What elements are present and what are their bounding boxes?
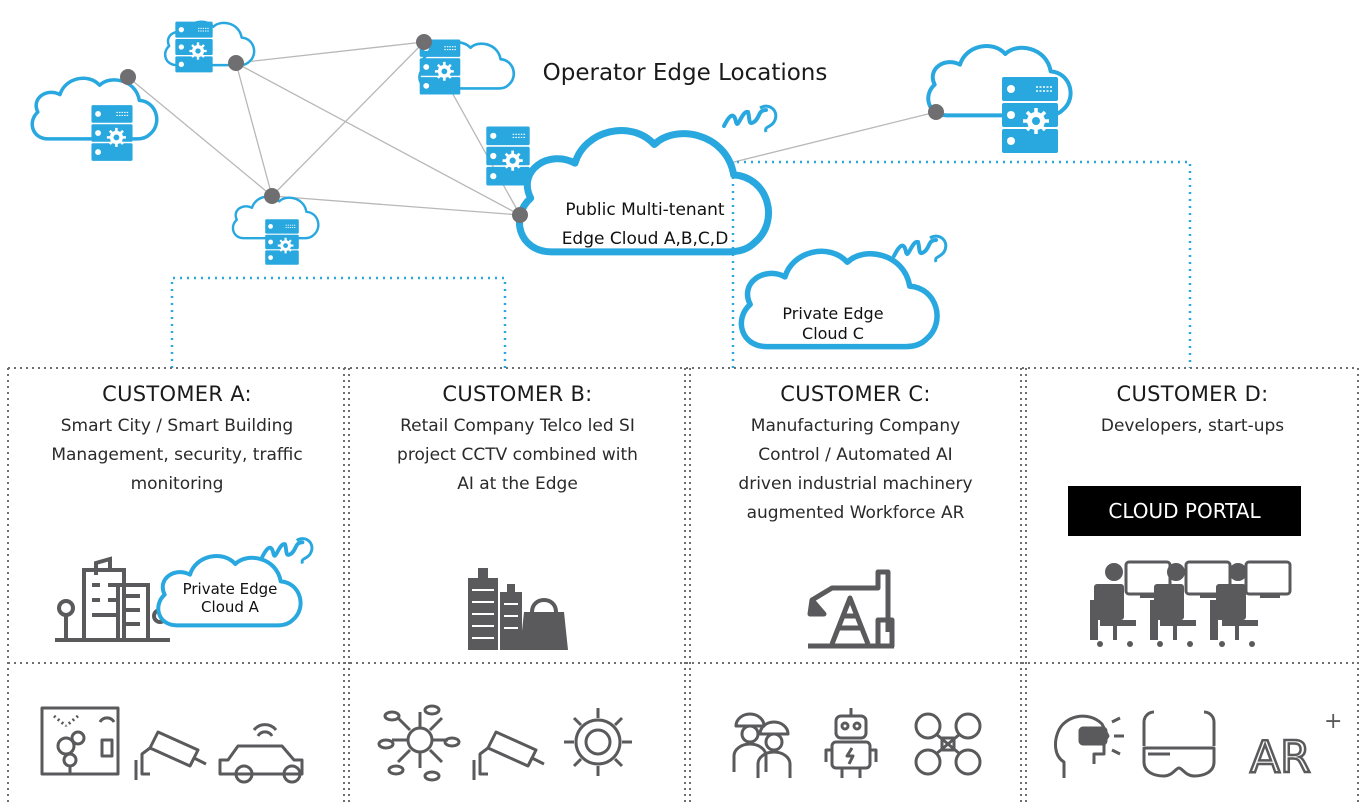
customer-d-desc-line: Developers, start-ups: [1100, 416, 1285, 436]
cloud-connectors: [170, 160, 1192, 368]
public-cloud-label: Public Multi-tenant Edge Cloud A,B,C,D: [520, 196, 770, 254]
smart-city-buildings-icon: [55, 556, 170, 642]
customer-c-desc-line: augmented Workforce AR: [746, 503, 965, 523]
smart-glasses-icon: [1142, 710, 1216, 778]
customer-c-desc-line: driven industrial machinery: [738, 474, 973, 494]
customer-b-desc-line: AI at the Edge: [457, 474, 578, 494]
customer-a-desc-line: Management, security, traffic: [51, 445, 303, 465]
connected-car-icon: [218, 723, 304, 784]
edge-location-right: [928, 46, 1070, 153]
private-cloud-c-label-line2: Cloud C: [802, 324, 864, 343]
customer-d-title: CUSTOMER D:: [1116, 382, 1269, 406]
customer-d-description: Developers, start-ups: [1027, 412, 1358, 441]
public-cloud-label-line1: Public Multi-tenant: [565, 200, 725, 220]
private-cloud-a-label-line2: Cloud A: [201, 598, 259, 616]
cloud-portal-button[interactable]: CLOUD PORTAL: [1068, 486, 1301, 536]
customer-c-panel: CUSTOMER C: Manufacturing Company Contro…: [690, 382, 1021, 528]
edge-location-mid: [231, 195, 320, 266]
network-nodes: [120, 34, 944, 223]
customer-b-desc-line: project CCTV combined with: [397, 445, 638, 465]
robot-icon: [824, 708, 878, 778]
developers-workstations-icon: [1090, 560, 1292, 647]
private-cloud-a-label: Private Edge Cloud A: [160, 580, 300, 616]
customer-b-description: Retail Company Telco led SI project CCTV…: [350, 412, 685, 499]
private-cloud-c-label: Private Edge Cloud C: [748, 304, 918, 344]
cctv-camera-icon: [472, 730, 545, 780]
cctv-camera-icon: [134, 730, 207, 780]
customer-a-panel: CUSTOMER A: Smart City / Smart Building …: [10, 382, 344, 499]
customer-a-desc-line: monitoring: [130, 474, 224, 494]
edge-location-left: [32, 78, 157, 163]
customer-c-description: Manufacturing Company Control / Automate…: [690, 412, 1021, 528]
customer-c-desc-line: Manufacturing Company: [750, 416, 961, 436]
database-network-icon: [377, 704, 461, 782]
smart-building-icon: [40, 706, 120, 776]
ar-text: AR: [1250, 732, 1311, 783]
ar-icon: AR +: [1249, 709, 1343, 784]
customer-c-desc-line: Control / Automated AI: [758, 445, 953, 465]
customer-a-title: CUSTOMER A:: [102, 382, 252, 406]
ar-plus: +: [1324, 709, 1342, 734]
private-cloud-c-label-line1: Private Edge: [782, 304, 884, 323]
customer-a-desc-line: Smart City / Smart Building: [60, 416, 294, 436]
vr-headset-person-icon: [1054, 714, 1124, 778]
diagram-title: Operator Edge Locations: [542, 60, 828, 86]
oil-pump-icon: [807, 569, 895, 649]
gear-icon: [564, 708, 632, 776]
customer-grid: [7, 367, 1359, 805]
public-cloud-label-line2: Edge Cloud A,B,C,D: [561, 229, 729, 249]
drone-icon: [914, 712, 982, 776]
server-rack-icon: [484, 125, 532, 187]
customer-a-description: Smart City / Smart Building Management, …: [10, 412, 344, 499]
customer-b-panel: CUSTOMER B: Retail Company Telco led SI …: [350, 382, 685, 499]
customer-b-desc-line: Retail Company Telco led SI: [400, 416, 635, 436]
workers-icon: [732, 712, 792, 778]
customer-d-panel: CUSTOMER D: Developers, start-ups: [1027, 382, 1358, 441]
customer-b-title: CUSTOMER B:: [442, 382, 593, 406]
customer-c-title: CUSTOMER C:: [780, 382, 931, 406]
private-cloud-a-label-line1: Private Edge: [182, 580, 278, 598]
